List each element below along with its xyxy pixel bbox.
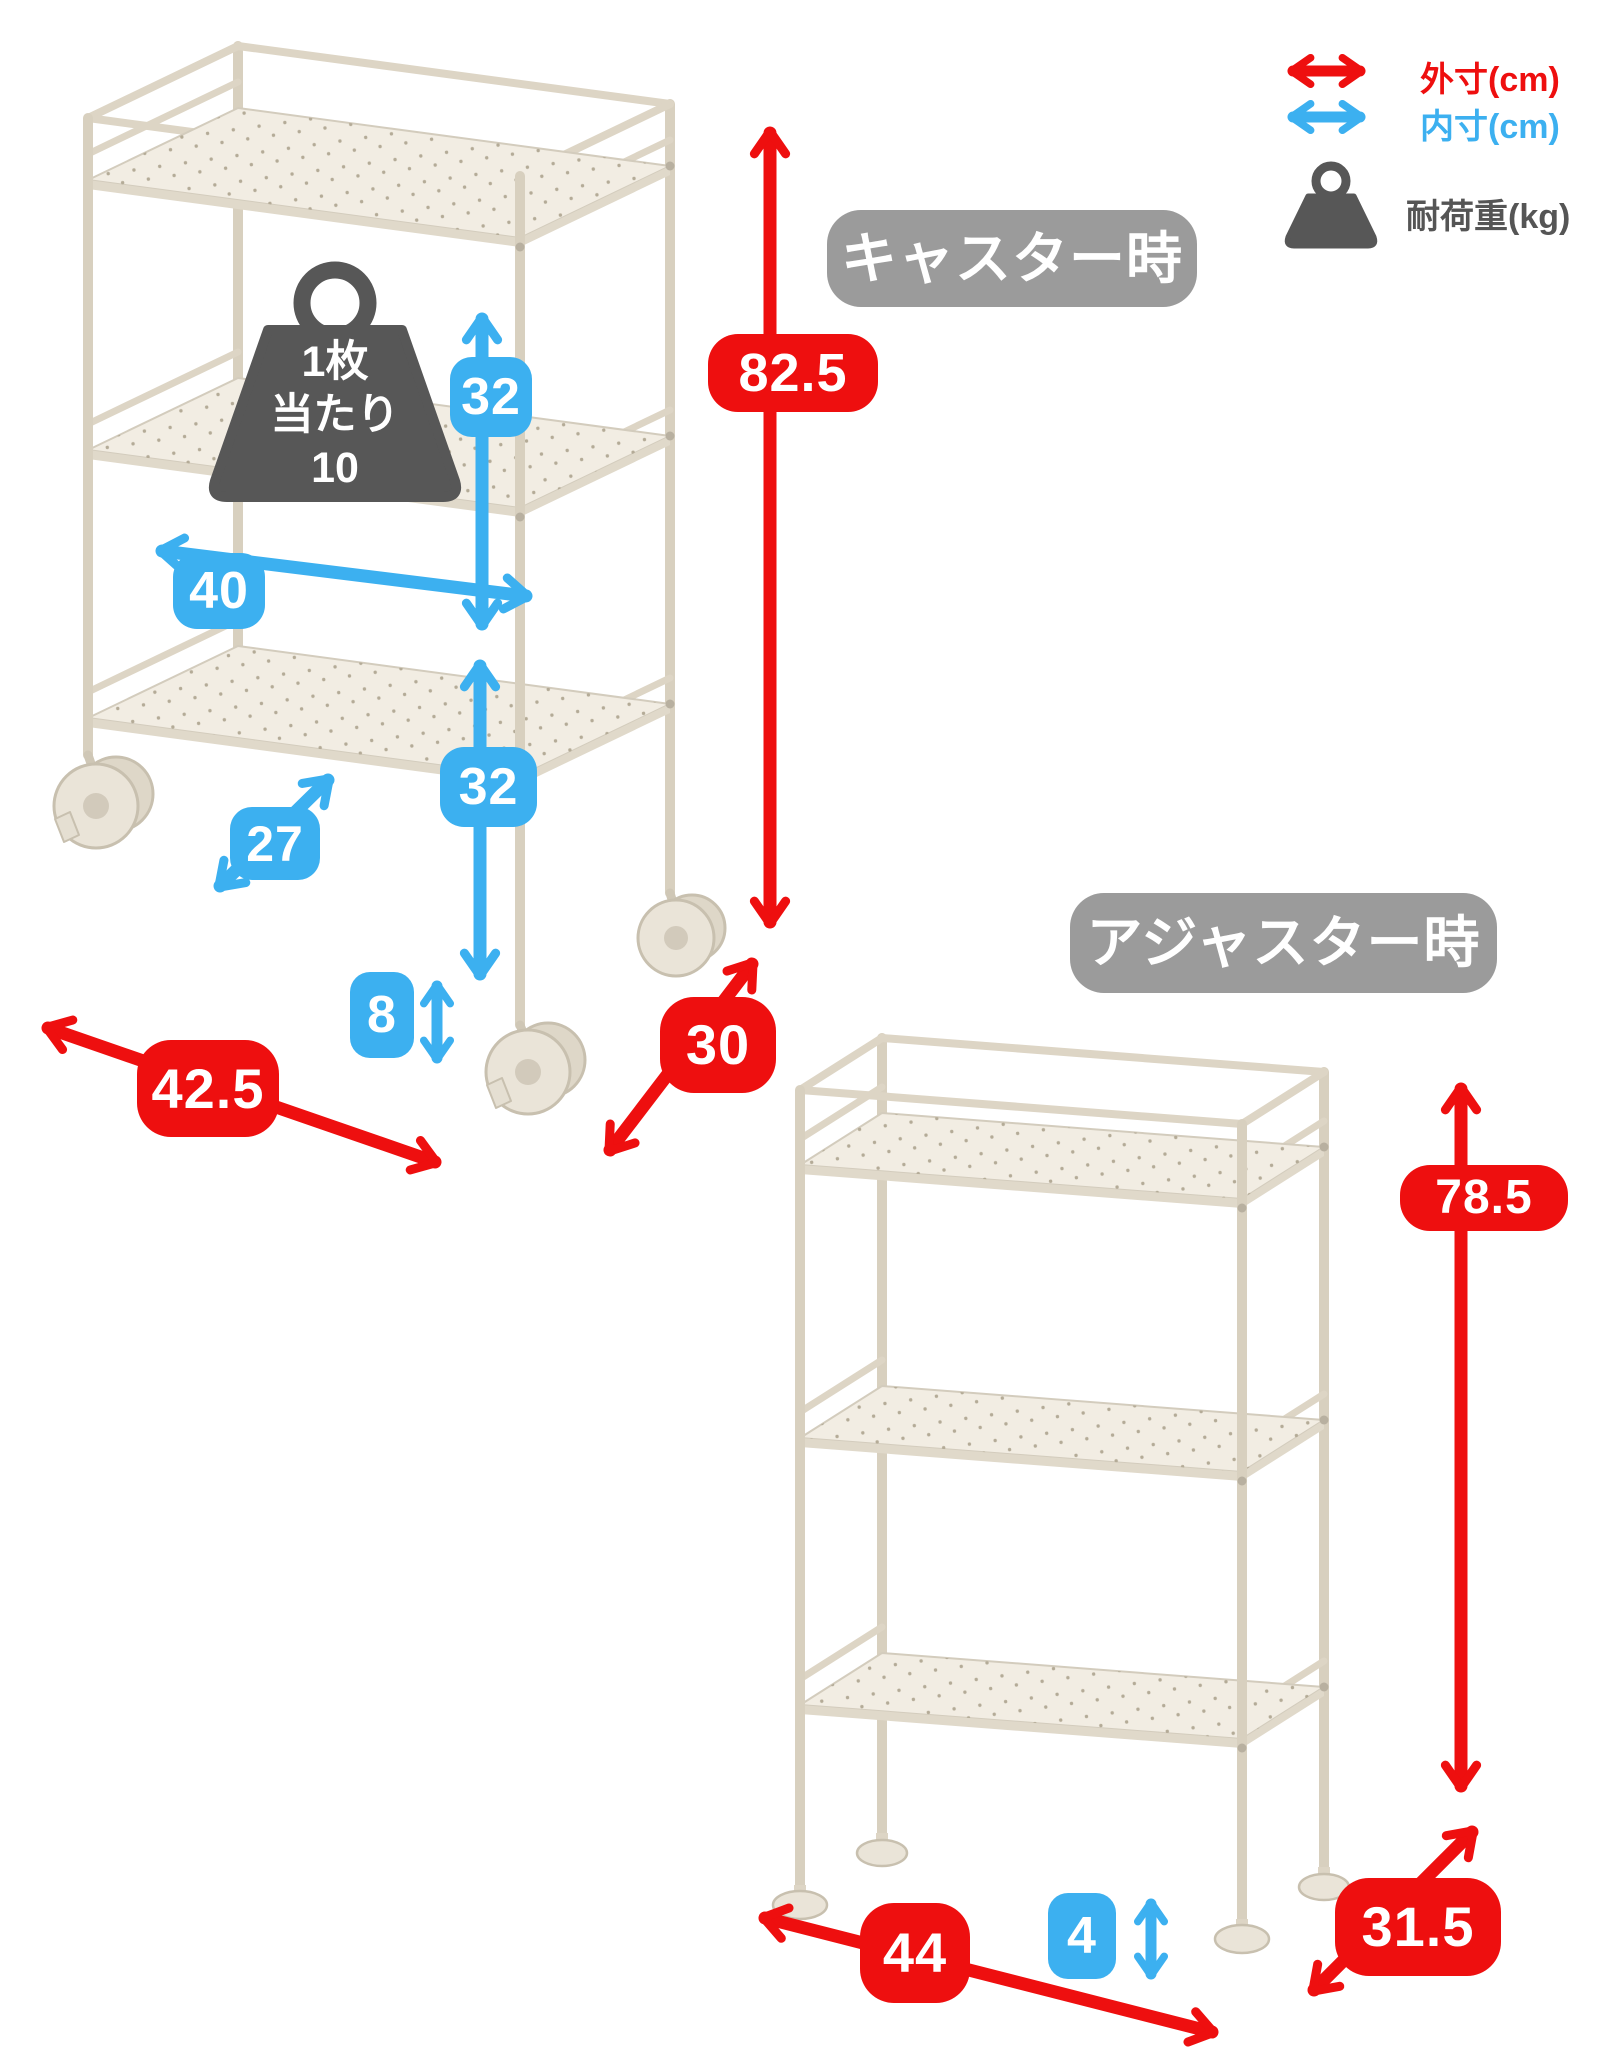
caster-wheel-icon: [52, 750, 155, 850]
adjuster-outer-width-arrow: [758, 1903, 1219, 2047]
caster-bottom-clearance-badge: 8: [350, 972, 414, 1058]
caster-outer-width-badge: 42.5: [137, 1040, 279, 1137]
adjuster-rack-illustration: [771, 1033, 1351, 1955]
legend-outer-label: 外寸(cm): [1420, 61, 1560, 99]
caster-inner-upper-height-badge: 32: [450, 357, 532, 437]
caster-rack-illustration: [52, 41, 727, 1116]
adjuster-foot-icon: [1213, 1919, 1271, 1955]
caster-inner-width-badge: 40: [173, 553, 265, 629]
screw-details: [1237, 1142, 1329, 1753]
adjuster-outer-width-badge: 44: [860, 1903, 970, 2003]
legend-inner-label: 内寸(cm): [1420, 108, 1560, 146]
adjuster-view-title: アジャスター時: [1070, 893, 1497, 993]
load-note-line2: 当たり: [270, 391, 400, 439]
load-note-line3: 10: [311, 444, 359, 492]
caster-inner-depth-badge: 27: [230, 807, 320, 880]
legend-load-label: 耐荷重(kg): [1406, 198, 1571, 236]
adjuster-rack-shelves: [799, 1112, 1325, 1748]
caster-wheel-icon: [484, 1020, 587, 1116]
load-per-shelf-note: 1枚 当たり 10: [225, 336, 445, 495]
load-note-line1: 1枚: [301, 338, 369, 386]
adjuster-foot-icon: [855, 1833, 909, 1868]
adjuster-bottom-clearance-badge: 4: [1048, 1893, 1116, 1979]
caster-inner-lower-height-badge: 32: [440, 747, 537, 827]
caster-outer-depth-badge: 30: [660, 997, 776, 1093]
adjuster-outer-depth-badge: 31.5: [1335, 1878, 1501, 1976]
adjuster-foot-icon: [771, 1885, 829, 1921]
weight-icon: [208, 261, 462, 502]
adjuster-outer-height-badge: 78.5: [1400, 1165, 1568, 1231]
caster-outer-height-badge: 82.5: [708, 334, 878, 412]
load-weight-icon: [1284, 161, 1378, 249]
caster-wheel-icon: [636, 888, 727, 978]
caster-view-title: キャスター時: [827, 210, 1197, 307]
